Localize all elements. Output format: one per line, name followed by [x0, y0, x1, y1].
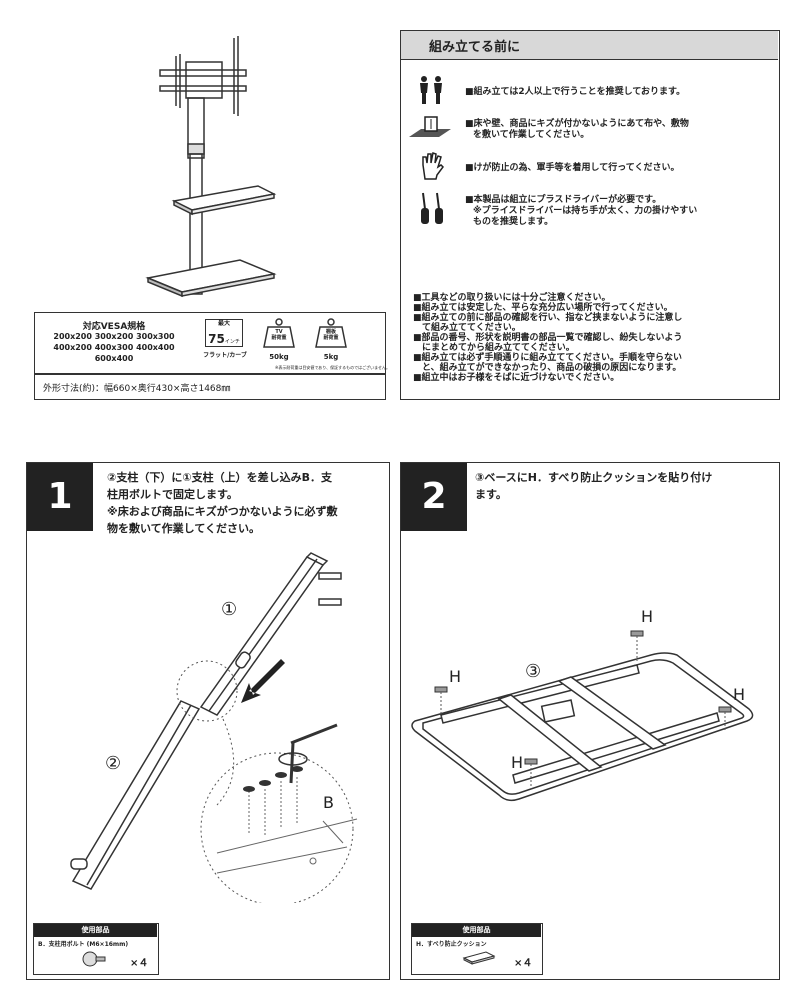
step-2-instructions: ③ベースにH．すべり防止クッションを貼り付け ます。: [475, 469, 775, 503]
product-spec-panel: 対応VESA規格 200x200 300x200 300x300 400x200…: [26, 26, 390, 402]
warning-line: ■工具などの取り扱いには十分ご注意ください。: [413, 293, 611, 303]
max-size-unit: インチ: [224, 339, 240, 345]
cushion-label-h: H: [449, 667, 462, 686]
before-item-line: ■組み立ては2人以上で行うことを推奨しております。: [465, 87, 686, 97]
tv-weight-label-line: 耐荷重: [271, 335, 287, 341]
step-2-parts-box: 使用部品 H．すべり防止クッション ×４: [411, 923, 543, 975]
before-item-line: ものを推奨します。: [473, 217, 554, 227]
bolt-icons: [243, 766, 303, 792]
step-1-parts-qty: ×４: [130, 958, 149, 969]
warnings-list: ■工具などの取り扱いには十分ご注意ください。 ■組み立ては安定した、平らな充分広…: [413, 293, 773, 383]
before-header: 組み立てる前に: [401, 31, 778, 60]
bolt-icon: [82, 951, 106, 967]
warning-line: て組み立ててください。: [413, 323, 521, 333]
step-1-label-b: B: [323, 793, 334, 812]
screwdriver-icon: [421, 192, 443, 224]
shelf-weight-label: 棚板 耐荷重: [317, 329, 345, 341]
weight-footnote: ※表示耐荷重は目安値であり、保証するものではございません。: [274, 365, 390, 370]
before-item-line: ■床や壁、商品にキズが付かないようにあて布や、敷物: [465, 119, 689, 129]
tv-weight-label-line: TV: [275, 329, 283, 335]
step-1-line: ※床および商品にキズがつかないように必ず敷: [107, 505, 338, 518]
warning-line: にまとめてから組み立ててください。: [413, 343, 575, 353]
screen-type: フラット/カーブ: [203, 352, 247, 359]
vesa-size-line: 400x200 400x300 400x400: [53, 343, 175, 352]
cushion-label-h: H: [641, 607, 654, 626]
people-icon: [420, 76, 442, 104]
step-1-instructions: ②支柱（下）に①支柱（上）を差し込みB．支 柱用ボルトで固定します。 ※床および…: [107, 469, 387, 537]
step-1-line: 柱用ボルトで固定します。: [107, 488, 238, 501]
step-2-illustration: [411, 630, 754, 802]
cushion-icon: [462, 951, 496, 965]
step-1-illustration: [70, 552, 358, 903]
warning-line: ■組み立ては必ず手順通りに組み立ててください。手順を守らない: [413, 353, 683, 363]
step-1-line: ②支柱（下）に①支柱（上）を差し込みB．支: [107, 471, 333, 484]
insert-arrow-icon: [241, 659, 285, 703]
before-item-line: を敷いて作業してください。: [473, 130, 590, 140]
warning-line: ■部品の番号、形状を説明書の部品一覧で確認し、紛失しないよう: [413, 333, 683, 343]
step-2-parts-title: 使用部品: [412, 924, 541, 937]
step-1-parts-name: B．支柱用ボルト (M6×16mm): [38, 941, 129, 948]
step-1-parts-title: 使用部品: [34, 924, 157, 937]
step-1-number: 1: [27, 463, 93, 531]
tv-stand-illustration: [145, 36, 277, 298]
max-size-icon: 最大 75インチ: [205, 319, 243, 347]
step-1-line: 物を敷いて作業してください。: [107, 522, 261, 535]
vesa-spec-box: 対応VESA規格 200x200 300x200 300x300 400x200…: [34, 312, 386, 374]
shelf-weight-value: 5kg: [323, 353, 339, 361]
before-assembly-panel: 組み立てる前に ■組み立ては2人以上で行うことを推奨しております。 ■床や壁、商…: [400, 30, 780, 400]
step-2-parts-qty: ×４: [514, 958, 533, 969]
step-2-line: ます。: [475, 488, 507, 501]
before-item-2: ■床や壁、商品にキズが付かないようにあて布や、敷物 を敷いて作業してください。: [465, 119, 775, 141]
before-item-line: ■本製品は組立にプラスドライバーが必要です。: [465, 195, 662, 205]
warning-line: ■組み立ては安定した、平らな充分広い場所で行ってください。: [413, 303, 673, 313]
step-2-number: 2: [401, 463, 467, 531]
before-item-3: ■けが防止の為、軍手等を着用して行ってください。: [465, 163, 775, 174]
step-1-panel: 1 ②支柱（下）に①支柱（上）を差し込みB．支 柱用ボルトで固定します。 ※床お…: [26, 462, 390, 980]
vesa-title: 対応VESA規格: [82, 322, 146, 332]
dimensions-box: 外形寸法(約)：幅660×奥行430×高さ1468㎜: [34, 374, 386, 400]
cushion-label-h: H: [733, 685, 746, 704]
before-item-4: ■本製品は組立にプラスドライバーが必要です。 ※プライスドライバーは持ち手が太く…: [465, 195, 775, 228]
step-2-label-3: ③: [525, 661, 542, 682]
vesa-sizes: 200x200 300x200 300x300 400x200 400x300 …: [39, 331, 189, 364]
step-1-label-2: ②: [105, 753, 122, 774]
floor-protection-icon: [409, 116, 451, 137]
before-item-line: ※プライスドライバーは持ち手が太く、力の掛けやすい: [473, 206, 698, 216]
shelf-weight-label-line: 耐荷重: [323, 335, 339, 341]
step-2-panel: 2 ③ベースにH．すべり防止クッションを貼り付け ます。: [400, 462, 780, 980]
cushion-label-h: H: [511, 753, 524, 772]
shelf-weight-label-line: 棚板: [325, 329, 336, 335]
vesa-size-line: 600x400: [94, 354, 134, 363]
warning-line: ■組立中はお子様をそばに近づけないでください。: [413, 373, 620, 383]
dimensions-text: 外形寸法(約)：幅660×奥行430×高さ1468㎜: [43, 384, 231, 394]
before-item-1: ■組み立ては2人以上で行うことを推奨しております。: [465, 87, 775, 98]
step-2-line: ③ベースにH．すべり防止クッションを貼り付け: [475, 471, 713, 484]
vesa-size-line: 200x200 300x200 300x300: [53, 332, 175, 341]
step-1-label-1: ①: [221, 599, 238, 620]
step-2-parts-name: H．すべり防止クッション: [416, 941, 487, 948]
glove-icon: [422, 152, 444, 180]
before-title: 組み立てる前に: [429, 40, 521, 55]
before-item-line: ■けが防止の為、軍手等を着用して行ってください。: [465, 163, 680, 173]
step-1-parts-box: 使用部品 B．支柱用ボルト (M6×16mm) ×４: [33, 923, 159, 975]
shelf-weight-icon: [315, 318, 347, 348]
tv-weight-value: 50kg: [269, 353, 289, 361]
tv-weight-icon: [263, 318, 295, 348]
tv-weight-label: TV 耐荷重: [265, 329, 293, 341]
hex-key-icon: [289, 723, 338, 784]
warning-line: ■組み立ての前に部品の確認を行い、指など挟まないように注意し: [413, 313, 683, 323]
warning-line: と、組み立てができなかったり、商品の破損の原因になります。: [413, 363, 682, 373]
max-size-value: 75: [208, 332, 225, 346]
max-size-label: 最大: [217, 320, 230, 327]
